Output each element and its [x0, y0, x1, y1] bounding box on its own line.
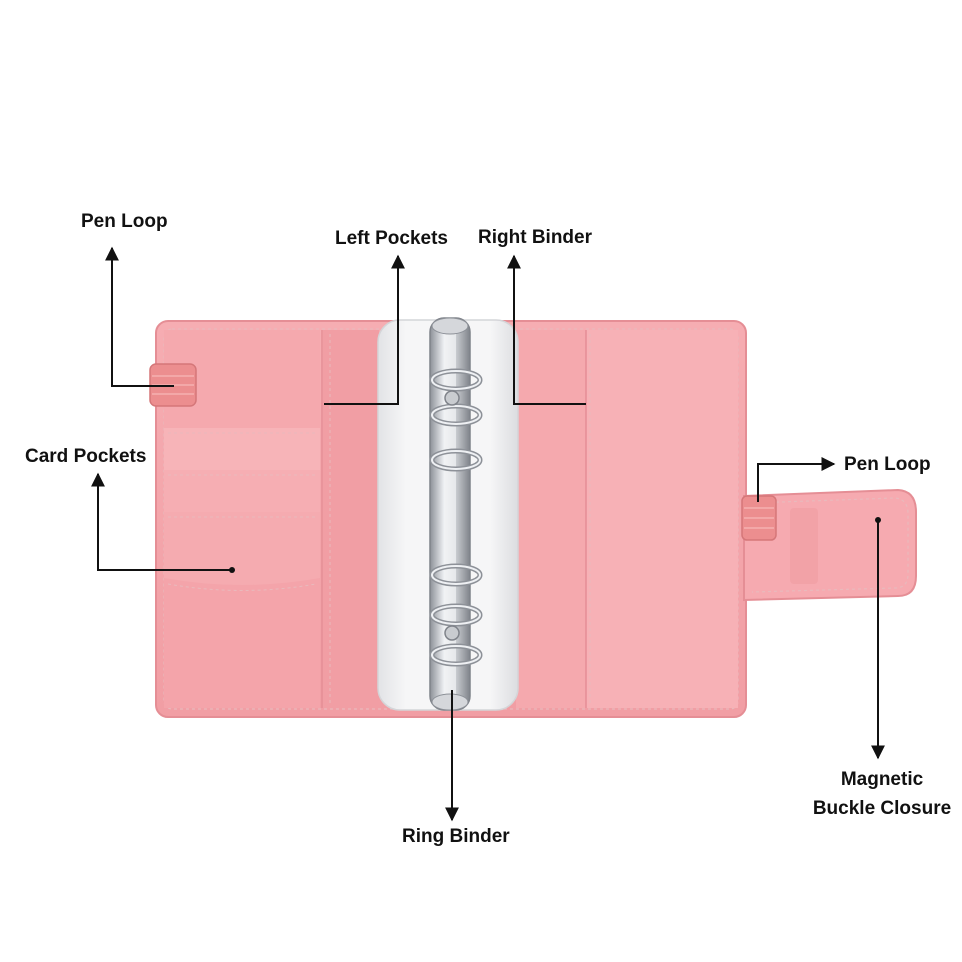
ring-binder-mechanism: [429, 317, 483, 711]
label-pen-loop-left: Pen Loop: [81, 211, 168, 232]
label-pen-loop-right: Pen Loop: [844, 454, 931, 475]
callout-card-pockets: [91, 472, 232, 571]
callouts: [91, 246, 885, 822]
callout-anchor-dots: [229, 517, 881, 573]
callout-pen-loop-right: [757, 457, 836, 502]
label-ring-binder: Ring Binder: [402, 826, 510, 847]
card-pocket-large: [164, 578, 320, 708]
callout-left-pockets: [324, 254, 405, 405]
label-card-pockets: Card Pockets: [25, 446, 147, 467]
binder-cover: [149, 320, 747, 718]
magnetic-clasp: [741, 488, 917, 602]
callout-right-binder: [507, 254, 586, 405]
label-magnetic-buckle-line2: Buckle Closure: [812, 798, 952, 819]
rings-upper: [429, 368, 483, 472]
label-left-pockets: Left Pockets: [335, 228, 448, 249]
callout-pen-loop-left: [105, 246, 174, 387]
clasp-strap: [743, 488, 917, 602]
label-magnetic-buckle-line1: Magnetic: [840, 769, 924, 790]
rings-lower: [429, 563, 483, 667]
label-magnetic-buckle-closure: Magnetic Buckle Closure: [813, 765, 951, 823]
left-tall-pocket: [323, 330, 379, 708]
right-pocket: [586, 330, 738, 708]
right-panel: [516, 330, 738, 708]
left-pocket-panel: [323, 330, 379, 708]
label-right-binder: Right Binder: [478, 227, 592, 248]
